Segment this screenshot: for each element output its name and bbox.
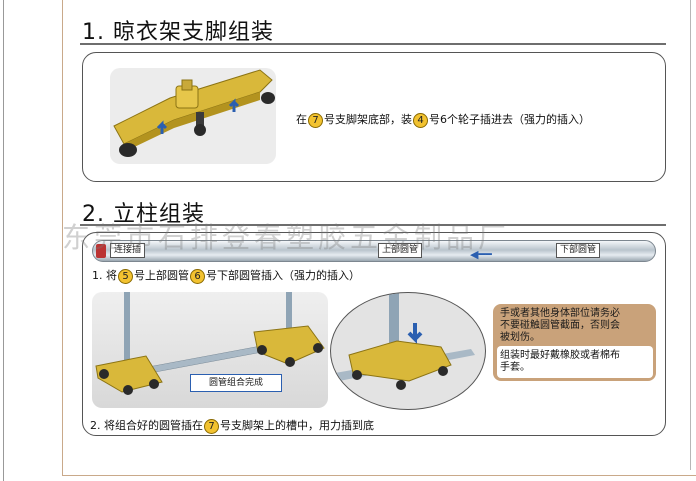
tip-line-2: 手套。: [500, 362, 530, 373]
tip-text: 组装时最好戴橡胶或者棉布 手套。: [500, 350, 620, 374]
instruction-text-c: 号6个轮子插进去（强力的插入）: [429, 113, 590, 126]
part-number-6-badge: 6: [190, 268, 205, 284]
part-number-7-badge-2: 7: [204, 418, 219, 434]
instruction-text-b: 号支脚架底部，装: [324, 113, 412, 126]
step-1-text-c: 号下部圆管插入（强力的插入）: [206, 269, 360, 282]
page-frame: [62, 0, 696, 476]
section-1-rule: [80, 43, 666, 45]
caution-line-1: 手或者其他身体部位请务必: [500, 308, 620, 319]
zoom-insert-illustration: [335, 293, 475, 390]
lower-pipe-label: 下部圆管: [556, 243, 601, 258]
part-number-4-badge: 4: [413, 112, 428, 128]
step-1-text-b: 号上部圆管: [134, 269, 189, 282]
base-wheel-illustration: [113, 69, 275, 157]
tip-box: [497, 346, 653, 378]
assembled-stand-illustration: [95, 292, 325, 395]
pipe-assembled-caption: 圆管组合完成: [190, 374, 282, 392]
connector-cap-icon: [96, 244, 106, 258]
pipe-illustration: [92, 240, 656, 262]
step-2-text-b: 号支脚架上的槽中，用力插到底: [220, 419, 374, 432]
zoom-detail-circle: [330, 292, 486, 410]
step-2-text-a: 2. 将组合好的圆管插在: [90, 419, 203, 432]
insert-arrow-icon: ◀━━: [470, 248, 492, 261]
watermark: 东莞市石排登春塑胶五金制品厂: [62, 221, 511, 254]
section-2-title: 2. 立柱组装: [82, 202, 205, 227]
part-number-7-badge: 7: [308, 112, 323, 128]
instruction-text-a: 在: [296, 113, 307, 126]
caution-line-3: 被划伤。: [500, 332, 540, 343]
base-wheel-photo: [110, 68, 276, 164]
section-2-rule: [80, 224, 666, 226]
step-1-text-a: 1. 将: [92, 269, 117, 282]
assembled-pipe-photo: [92, 292, 328, 408]
caution-text: 手或者其他身体部位请务必 不要碰触圆管截面，否则会 被划伤。: [500, 308, 620, 344]
tip-line-1: 组装时最好戴橡胶或者棉布: [500, 350, 620, 361]
section-1-title: 1. 晾衣架支脚组装: [82, 20, 274, 45]
part-number-5-badge: 5: [118, 268, 133, 284]
connector-label: 连接插: [110, 243, 146, 258]
left-edge-line: [0, 0, 4, 481]
right-edge-line: [690, 0, 696, 470]
upper-pipe-label: 上部圆管: [378, 243, 423, 258]
caution-line-2: 不要碰触圆管截面，否则会: [500, 320, 620, 331]
